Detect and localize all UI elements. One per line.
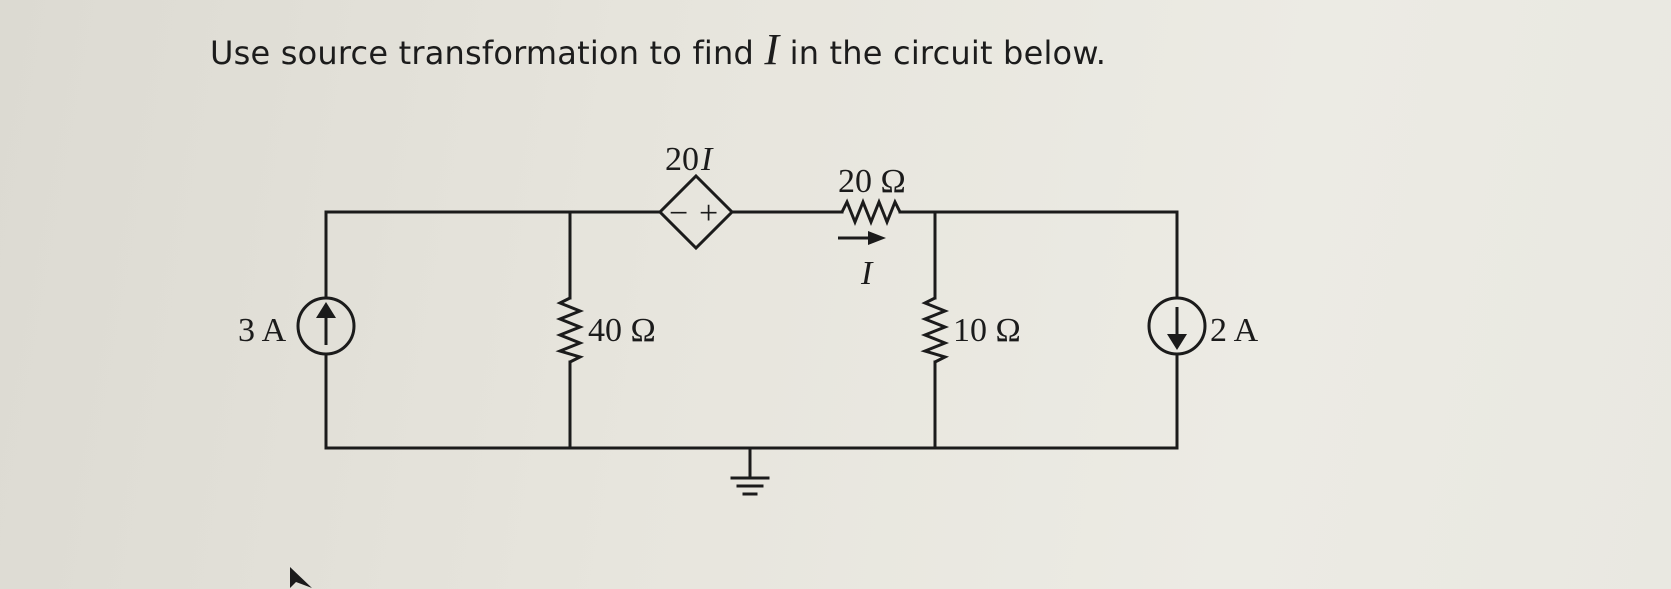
resistor-40-zigzag — [555, 296, 585, 364]
question-variable: I — [764, 25, 780, 74]
dependent-voltage-source — [657, 173, 735, 251]
resistor-10-zigzag — [920, 296, 950, 364]
down-arrow-icon — [1167, 334, 1187, 350]
r-series-label: 20 Ω — [838, 163, 906, 200]
source-right-label: 2 A — [1210, 312, 1259, 349]
current-source-3a — [296, 296, 356, 356]
r-right-label: 10 Ω — [953, 312, 1021, 349]
resistor-20-zigzag — [840, 197, 902, 227]
question-suffix: in the circuit below. — [779, 34, 1107, 72]
dep-source-label-gain: 20 — [665, 141, 699, 178]
mouse-pointer-icon — [290, 567, 312, 588]
source-left-label: 3 A — [238, 312, 287, 349]
question-prefix: Use source transformation to find — [210, 34, 765, 72]
dep-source-label-var: I — [700, 141, 714, 178]
up-arrow-icon — [316, 302, 336, 318]
dep-source-plus-sign: + — [699, 195, 718, 232]
current-source-2a — [1147, 296, 1207, 356]
dep-source-minus-sign: − — [669, 195, 688, 232]
r-left-label: 40 Ω — [588, 312, 656, 349]
question-text: Use source transformation to find I in t… — [210, 28, 1107, 73]
current-label: I — [860, 255, 874, 292]
right-arrow-icon — [868, 231, 886, 245]
